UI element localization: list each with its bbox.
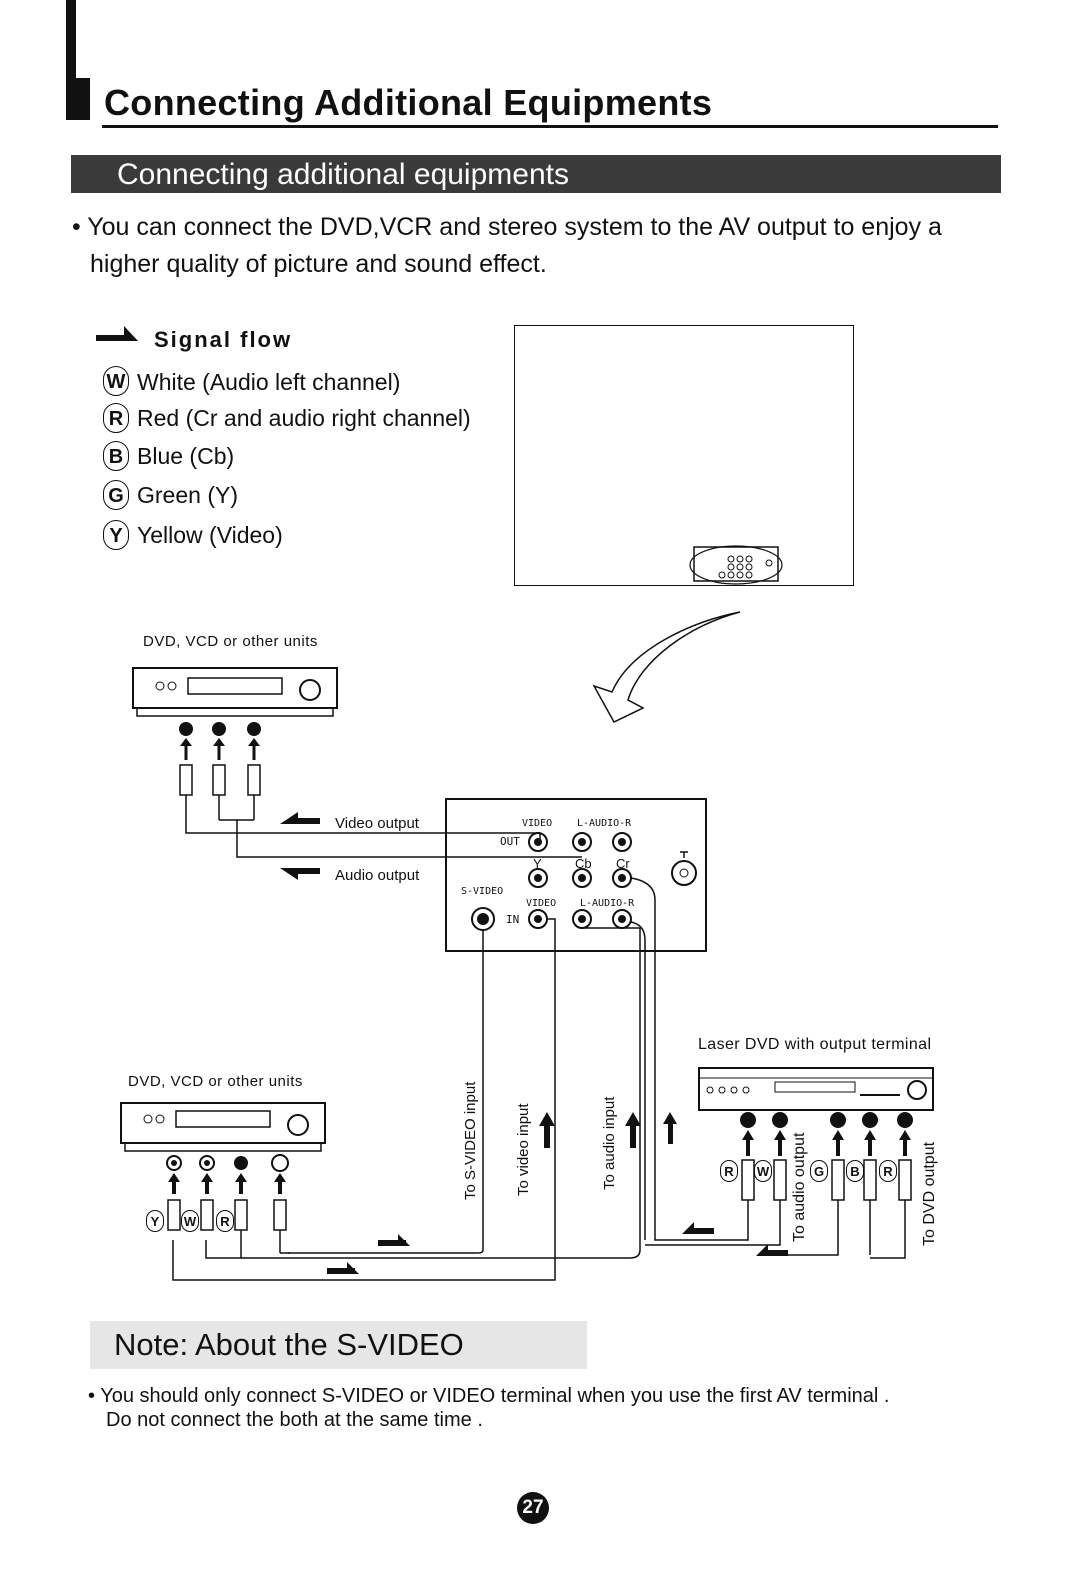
yellow-plug-badge-icon: Y xyxy=(146,1210,164,1232)
bottom-unit-label: DVD, VCD or other units xyxy=(128,1073,303,1090)
audio-output-arrow-icon xyxy=(280,868,320,880)
white-badge-icon: W xyxy=(103,366,129,396)
bottom-unit-jacks xyxy=(166,1154,290,1258)
signal-flow-arrow-icon xyxy=(96,326,138,341)
green-badge-icon: G xyxy=(103,480,129,510)
page-title: Connecting Additional Equipments xyxy=(104,82,713,123)
to-dvd-output-label: To DVD output xyxy=(921,1141,938,1246)
section-band xyxy=(71,155,1001,193)
up-arrow-icon xyxy=(625,1112,641,1148)
panel-audio-in-label: L-AUDIO-R xyxy=(580,898,635,909)
white-plug-badge-icon: W xyxy=(181,1210,199,1232)
green-plug-badge-icon: G xyxy=(810,1160,828,1182)
tv-rear-panel xyxy=(445,798,707,952)
video-output-arrow-icon xyxy=(280,812,320,824)
note-line-2: Do not connect the both at the same time… xyxy=(106,1409,483,1431)
note-line-1: • You should only connect S-VIDEO or VID… xyxy=(88,1385,890,1407)
panel-video-out-label: VIDEO xyxy=(522,818,553,829)
top-unit-jacks xyxy=(179,722,261,830)
flow-arrow-icon xyxy=(756,1244,788,1256)
red-plug-badge-icon: R xyxy=(216,1210,234,1232)
white-plug-badge-icon: W xyxy=(754,1160,772,1182)
laser-dvd-label: Laser DVD with output terminal xyxy=(698,1036,932,1053)
panel-video-in-label: VIDEO xyxy=(526,898,557,909)
panel-y-label: Y xyxy=(533,856,542,871)
title-underline xyxy=(102,125,998,128)
red-plug-badge-icon: R xyxy=(720,1160,738,1182)
blue-badge-icon: B xyxy=(103,441,129,471)
up-arrow-icon xyxy=(539,1112,555,1148)
panel-audio-out-label: L-AUDIO-R xyxy=(577,818,632,829)
yellow-badge-icon: Y xyxy=(103,520,129,550)
tv-connector-icon xyxy=(689,545,783,585)
panel-cr-label: Cr xyxy=(616,856,630,871)
to-audio-input-label: To audio input xyxy=(601,1096,618,1190)
section-title: Connecting additional equipments xyxy=(117,158,569,191)
intro-line-2: higher quality of picture and sound effe… xyxy=(90,250,547,278)
note-title: Note: About the S-VIDEO xyxy=(114,1327,464,1362)
legend-green: Green (Y) xyxy=(137,482,238,508)
up-arrow-icon xyxy=(663,1112,677,1144)
tv-outline xyxy=(514,325,854,586)
laser-dvd-unit-icon xyxy=(698,1067,934,1111)
flow-arrow-icon xyxy=(682,1222,714,1234)
panel-in-label: IN xyxy=(506,913,520,926)
laser-dvd-jacks xyxy=(740,1112,913,1201)
signal-flow-title: Signal flow xyxy=(154,327,293,352)
note-band xyxy=(90,1321,587,1369)
panel-svideo-label: S-VIDEO xyxy=(461,886,504,897)
audio-output-label: Audio output xyxy=(335,867,420,884)
bottom-dvd-unit-icon xyxy=(120,1102,326,1152)
to-video-input-label: To video input xyxy=(515,1103,532,1196)
top-unit-label: DVD, VCD or other units xyxy=(143,633,318,650)
legend-white: White (Audio left channel) xyxy=(137,369,401,395)
legend-blue: Blue (Cb) xyxy=(137,443,235,469)
intro-line-1: • You can connect the DVD,VCR and stereo… xyxy=(72,213,942,241)
red-plug-badge-icon: R xyxy=(879,1160,897,1182)
flow-arrow-icon xyxy=(327,1262,359,1274)
flow-arrow-icon xyxy=(378,1234,410,1246)
red-badge-icon: R xyxy=(103,403,129,433)
page-number: 27 xyxy=(517,1492,549,1524)
legend-red: Red (Cr and audio right channel) xyxy=(137,405,471,431)
to-audio-output-label: To audio output xyxy=(791,1132,808,1242)
to-svideo-input-label: To S-VIDEO input xyxy=(462,1081,479,1200)
top-dvd-unit-icon xyxy=(132,667,338,717)
blue-plug-badge-icon: B xyxy=(846,1160,864,1182)
panel-out-label: OUT xyxy=(500,835,520,848)
legend-yellow: Yellow (Video) xyxy=(137,522,283,548)
heading-marker-bar xyxy=(66,0,76,120)
heading-marker-block xyxy=(66,78,90,120)
panel-cb-label: Cb xyxy=(575,856,592,871)
zoom-arrow-icon xyxy=(592,611,741,723)
video-output-label: Video output xyxy=(335,815,419,832)
